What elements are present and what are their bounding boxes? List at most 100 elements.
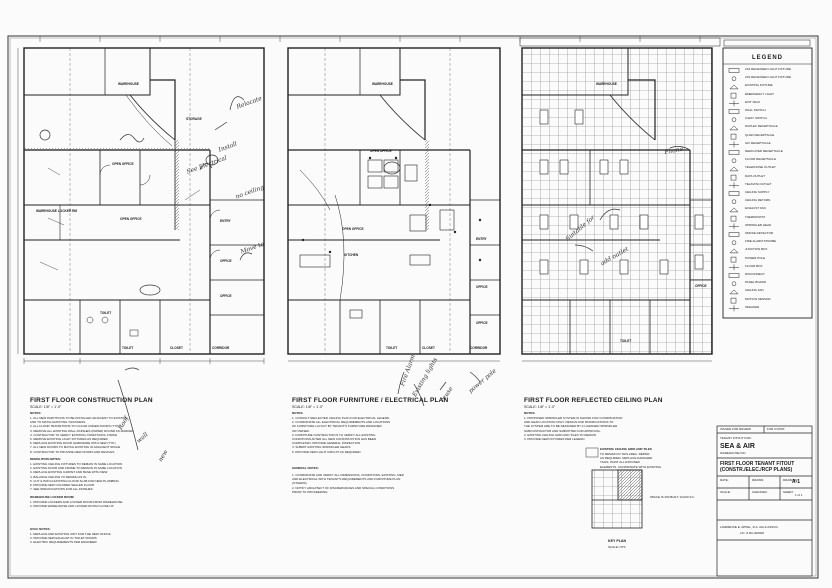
ceiling-plan: [521, 47, 713, 362]
legend-symbol: [729, 305, 739, 312]
legend-item: FLOOR RECEPTACLE: [745, 157, 776, 162]
legend-box: [722, 47, 813, 319]
notes-heading: NOTES:: [292, 411, 304, 415]
checked-label: CHECKED:: [752, 490, 768, 494]
note-line: 7. SEE SPECIFICATIONS FOR ALL FINISHES: [30, 487, 93, 492]
note-line: 1. ALL NEW PARTITIONS TO BE INSTALLED AD…: [30, 416, 128, 420]
note-line: 1. REPLACE AND EXISTING UNIT FOR THE NEW…: [30, 532, 111, 536]
legend-symbol: [728, 109, 740, 114]
legend-item: DATA OUTLET: [745, 173, 766, 178]
legend-symbol: [729, 207, 739, 213]
note-line: 1. EXISTING CEILING FIXTURES TO REMAIN I…: [30, 462, 123, 466]
construction-notes: NOTES: 1. ALL NEW PARTITIONS TO BE INSTA…: [30, 412, 134, 544]
sheet-subtitle: (CONSTR./ELEC./RCP PLANS): [720, 467, 793, 473]
note-line: AND TO MATCH EXISTING THICKNESS.: [30, 420, 87, 425]
construction-plan-scale: SCALE: 1/8" = 1'-0": [30, 405, 62, 409]
legend-item: SPRINKLER HEAD: [745, 222, 772, 227]
note-line: 3. REMOVE ALL EXISTING WALL FINISHES (PA…: [30, 428, 135, 433]
note-line: AND ELECTRICAL WITH TENANT'S REQUIREMENT…: [292, 477, 401, 482]
note-line: 2. PROVIDE NEW EXHAUST IN TOILET ROOMS: [30, 536, 97, 541]
furniture-plan-title: FIRST FLOOR FURNITURE / ELECTRICAL PLAN: [292, 397, 449, 404]
note-line: AND HEAD LOCATION ONLY. DESIGN AND MODIF…: [524, 420, 614, 425]
note-line: 2. ALL FLOOR TRANSITIONS TO OCCUR UNDER …: [30, 424, 120, 429]
note-line: AS REQUIRED. REPLACE DAMAGED: [600, 456, 653, 461]
legend-item: MOTION SENSOR: [745, 296, 771, 301]
ceiling-plan-scale: SCALE: 1/8" = 1'-0": [524, 405, 556, 409]
room-label-office-3: OFFICE: [476, 285, 488, 289]
note-line: 3. ELECTRIC REQUIREMENTS PER ENGINEER: [30, 540, 97, 545]
legend-symbol: [728, 150, 740, 155]
legend-item: JUNCTION BOX: [745, 247, 768, 252]
note-line: SUBCONTRACTOR AND SUBMITTED FOR APPROVAL…: [524, 428, 602, 433]
room-label-open-office: OPEN OFFICE: [112, 162, 134, 166]
note-line: 4. BALANCE CEILING TO REMAIN AS IS: [30, 474, 86, 479]
legend-item: PANEL BOARD: [745, 280, 767, 285]
note-line: 7. ALL NEW DOORS TO MATCH EXISTING IN AD…: [30, 445, 121, 450]
legend-item: TELEPHONE OUTLET: [745, 165, 776, 170]
legend-item: POWER POLE: [745, 255, 766, 260]
ceiling-existing-notes: EXISTING CEILING GRID AND TILES TO REMAI…: [600, 448, 662, 469]
note-line: 1. CONSULT REFLECTED CEILING PLAN FOR EL…: [292, 416, 390, 420]
note-line: 1. COORDINATE AND VERIFY ALL DIMENSIONS,…: [292, 473, 405, 477]
legend-symbol: [729, 264, 739, 271]
note-line: 2. NOTIFY ARCHITECT OF DISCREPANCIES AND…: [292, 485, 395, 490]
legend-item: CEILING RETURN: [745, 198, 771, 203]
legend-item: DEDICATED RECEPTACLE: [745, 149, 783, 153]
ceiling-plan-title: FIRST FLOOR REFLECTED CEILING PLAN: [524, 397, 663, 404]
room-label-toilet-3: TOILET: [386, 346, 398, 350]
legend-symbol: [730, 256, 737, 263]
legend-symbol: [729, 289, 739, 295]
note-line: 5. CUT & PATCH EXISTING FLOOR SLAB FOR N…: [30, 478, 119, 483]
client-sub: WAREHOUSE INC.: [720, 451, 747, 455]
legend-symbol: [731, 158, 737, 163]
room-label-open-office-2: OPEN OFFICE: [120, 217, 142, 221]
legend-symbol: [729, 141, 739, 148]
note-line: 5. REMOVE EXISTING LIGHT FIXTURES AS REQ…: [30, 437, 108, 441]
note-line: 3. REPLACE EXISTING CARPET AND BASE WITH…: [30, 470, 108, 475]
legend-symbol: [731, 117, 737, 122]
note-line: 2. EXISTING CEILING GRID AND TILES TO RE…: [524, 432, 597, 437]
room-label-office: OFFICE: [220, 259, 232, 263]
title-block-issued: ISSUED FOR REVIEW: [720, 427, 752, 431]
drawing-label: DRAWING:: [783, 478, 799, 482]
legend-symbol: [729, 84, 739, 90]
legend-symbol: [729, 100, 739, 107]
room-label-entry-2: ENTRY: [476, 237, 487, 241]
room-label-warehouse: WAREHOUSE: [118, 82, 139, 86]
project-label: TENANT FITOUT FOR:: [720, 436, 752, 440]
notes-subheading: DEMOLITION NOTES:: [30, 457, 61, 461]
room-label-open-office-4: OPEN OFFICE: [342, 227, 364, 231]
legend-symbol: [729, 223, 739, 230]
room-label-kitchen: KITCHEN: [344, 253, 359, 257]
title-block: [716, 425, 813, 577]
note-line: (OTHERS).: [292, 481, 308, 486]
furniture-plan-scale: SCALE: 1/8" = 1'-0": [292, 405, 324, 409]
room-label-warehouse-2: WAREHOUSE: [372, 82, 393, 86]
sheet-title: FIRST FLOOR TENANT FITOUT: [720, 461, 795, 467]
drawing-number: A-1: [792, 479, 801, 485]
room-label-corridor: CORRIDOR: [212, 346, 230, 350]
legend-symbol: [730, 174, 737, 181]
note-line: 4. SUBMIT EXISTING SPRINKLER HEADS: [292, 445, 351, 450]
legend-symbol: [731, 281, 737, 286]
note-line: OF FURNITURE LAYOUT BY TENANT'S FURNITUR…: [292, 424, 382, 429]
legend-symbol: [728, 232, 740, 237]
note-line: 8. CONTRACTOR TO PROVIDE NEW DOORS AND D…: [30, 449, 115, 454]
sheet-label: SHEET:: [783, 490, 794, 494]
room-label-storage: STORAGE: [186, 117, 202, 121]
legend-item: SMOKE DETECTOR: [745, 231, 774, 235]
note-line: 1. PROVIDE LOCKERS AND LOCKER ROOM FROM …: [30, 500, 123, 504]
legend-symbol: [729, 166, 739, 172]
legend-item: WALL SWITCH: [745, 108, 766, 112]
note-line: PRIOR TO PROCEEDING.: [292, 489, 329, 494]
note-line: 2. PROVIDE WAREHOUSE AND LOCKER ROOM CLO…: [30, 504, 114, 509]
legend-item: TEL/DATA OUTLET: [745, 181, 772, 186]
note-line: OR OWNER.: [292, 428, 310, 433]
legend-symbol: [728, 68, 740, 73]
note-line: CONDITIONS AFTER ALL NEW CONSTRUCTION HA…: [292, 437, 377, 441]
note-line: 5. PROVIDE NEW LIGHT CIRCUIT AS REQUIRED: [292, 449, 361, 454]
key-plan: [591, 469, 643, 529]
room-label-closet: CLOSET: [170, 346, 183, 350]
